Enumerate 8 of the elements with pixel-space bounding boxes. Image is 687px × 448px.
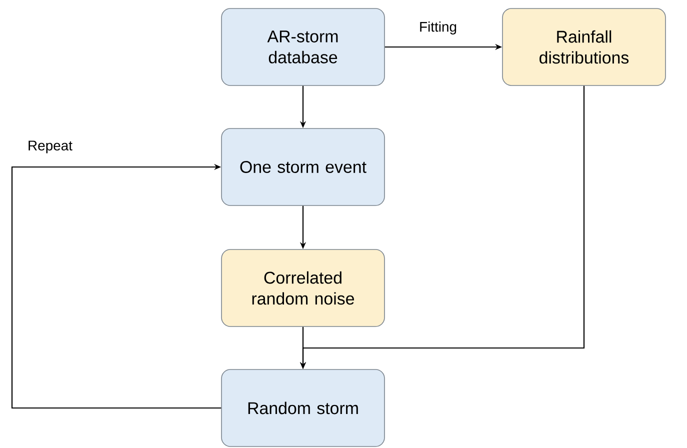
process-box: AR-storm database [221, 8, 385, 86]
edge-label: Fitting [420, 22, 456, 34]
process-box: One storm event [221, 128, 385, 206]
edge-label: Repeat [28, 140, 72, 154]
process-box: Rainfall distributions [502, 8, 666, 86]
process-box: Correlated random noise [221, 249, 385, 327]
process-box: Random storm [221, 369, 385, 447]
arrow [11, 164, 222, 409]
